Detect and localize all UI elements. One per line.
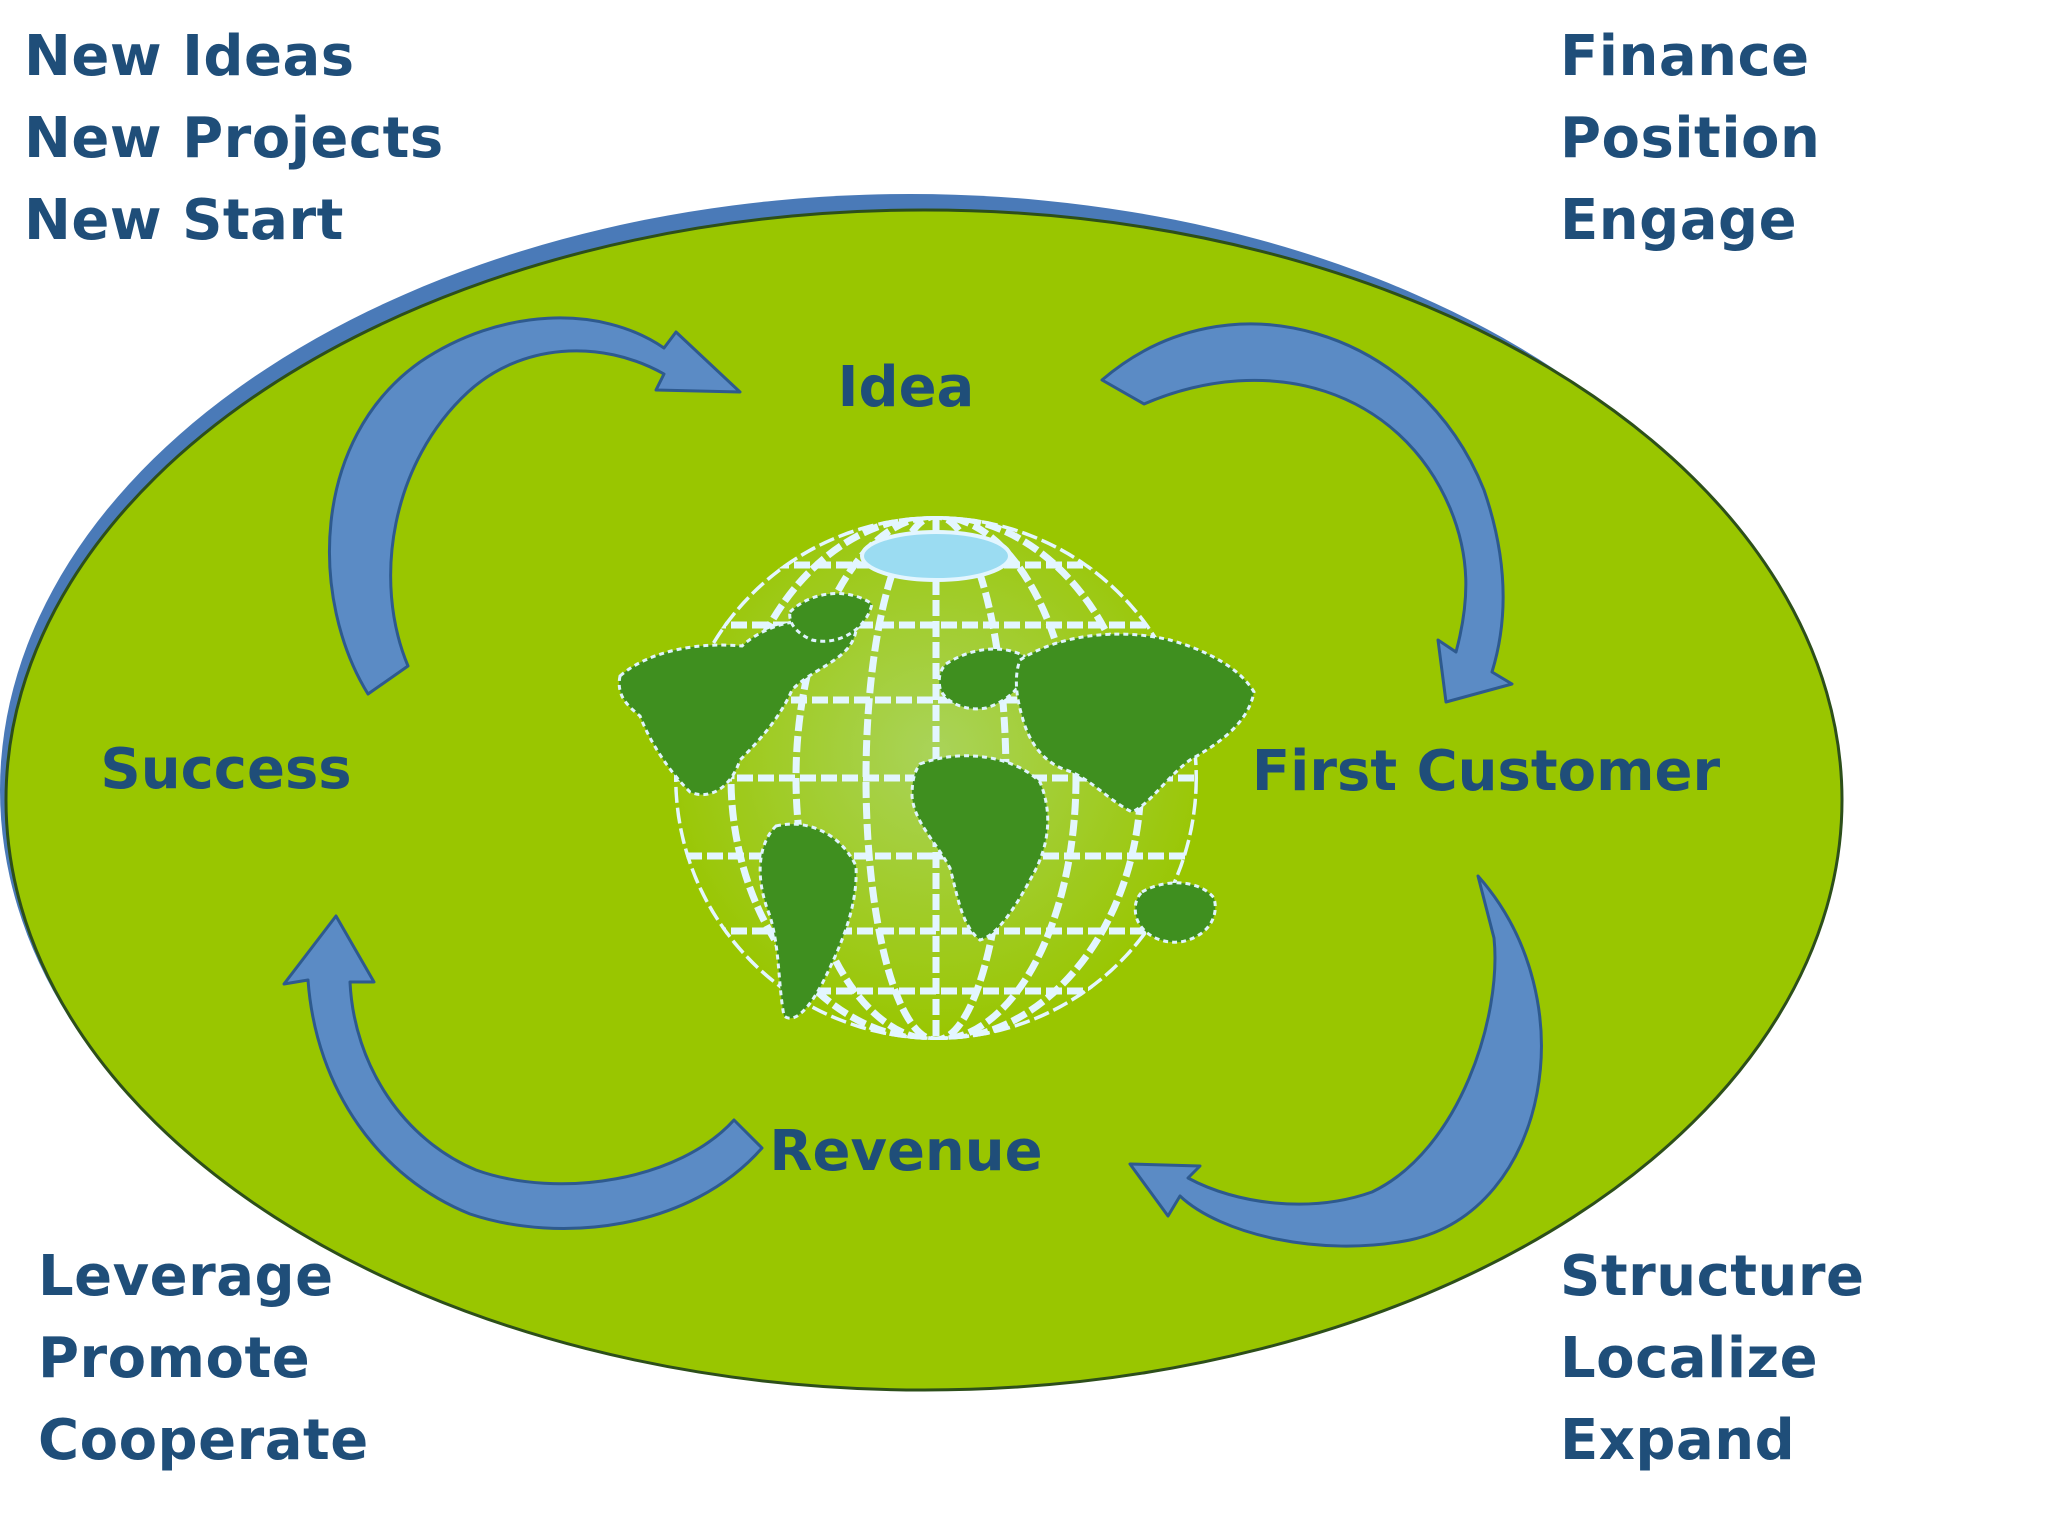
corner-text-bottom-right: Structure Localize Expand [1560,1236,1865,1482]
stage-label-success: Success [100,737,352,802]
arrow-revenue-to-success [282,914,764,1231]
stage-label-first-customer: First Customer [1251,739,1721,804]
corner-line: Finance [1560,24,1810,89]
corner-text-top-right: Finance Position Engage [1560,16,1820,262]
corner-line: Engage [1560,188,1798,253]
continents [617,592,1256,1020]
stage-label-revenue: Revenue [769,1119,1043,1184]
corner-line: Cooperate [38,1408,369,1473]
globe-icon [617,516,1256,1040]
corner-line: New Projects [24,106,444,171]
corner-text-bottom-left: Leverage Promote Cooperate [38,1236,369,1482]
corner-line: Expand [1560,1408,1796,1473]
corner-line: New Ideas [24,24,355,89]
arrow-idea-to-first-customer [1100,322,1514,704]
corner-line: New Start [24,188,344,253]
corner-line: Localize [1560,1326,1819,1391]
corner-text-top-left: New Ideas New Projects New Start [24,16,444,262]
corner-line: Position [1560,106,1821,171]
arrow-success-to-idea [327,316,742,696]
stage-label-idea: Idea [837,355,975,420]
corner-line: Structure [1560,1244,1865,1309]
corner-line: Promote [38,1326,311,1391]
corner-line: Leverage [38,1244,334,1309]
arrow-first-customer-to-revenue [1128,874,1543,1248]
